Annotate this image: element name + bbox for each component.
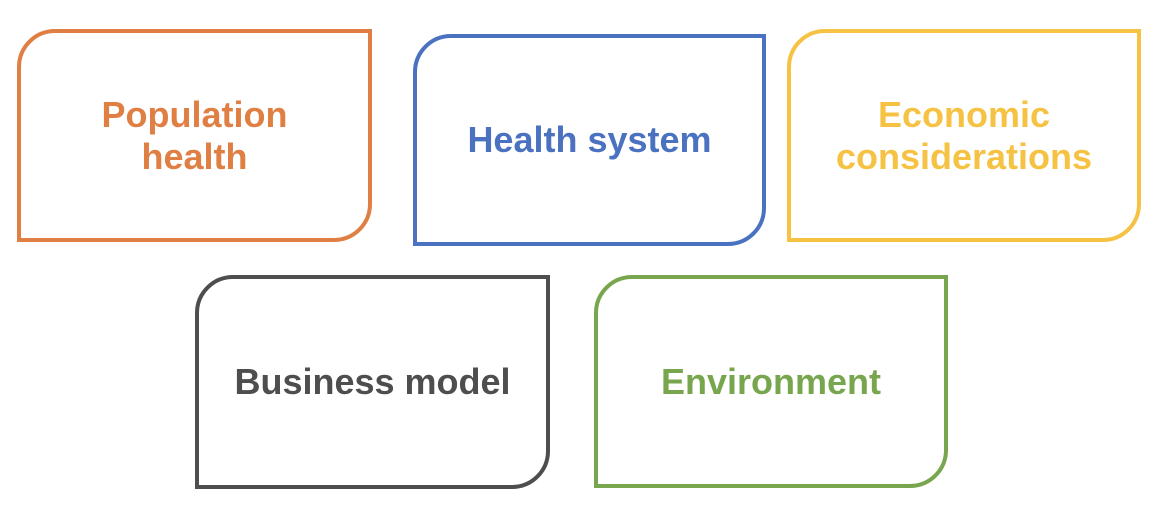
environment-box: Environment: [594, 275, 948, 488]
business-model-box: Business model: [195, 275, 550, 489]
health-system-label: Health system: [467, 119, 712, 160]
economic-considerations-box: Economic considerations: [787, 29, 1141, 242]
environment-label: Environment: [660, 360, 882, 402]
economic-considerations-label: Economic considerations: [835, 93, 1093, 177]
health-system-box: Health system: [413, 34, 766, 246]
population-health-label: Population health: [101, 93, 288, 177]
business-model-label: Business model: [234, 361, 511, 402]
population-health-box: Population health: [17, 29, 372, 242]
